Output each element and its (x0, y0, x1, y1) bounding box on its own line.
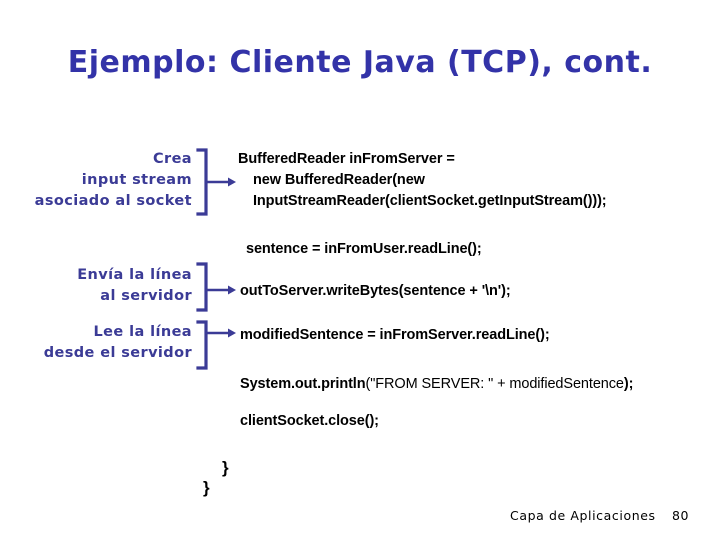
annotation-label-send-line-to-server: Envía la línea al servidor (55, 265, 192, 307)
code-line-write-bytes-to-server: outToServer.writeBytes(sentence + '\n'); (240, 283, 511, 299)
bracket-arrow-read-line-from-server (192, 320, 236, 370)
annotation-label-create-input-stream: Crea input stream asociado al socket (20, 149, 192, 212)
code-token-println: System.out.println (240, 376, 366, 392)
arrow-head-icon (228, 177, 236, 187)
code-token-println-close: ); (623, 376, 634, 392)
annotation-line: Lee la línea (93, 324, 192, 340)
code-line-print-from-server: System.out.println("FROM SERVER: " + mod… (240, 376, 633, 392)
bracket-arrow-create-input-stream (192, 148, 236, 216)
bracket-arrow-send-line-to-server (192, 262, 236, 312)
annotation-line: asociado al socket (34, 193, 192, 209)
bracket-shape (196, 262, 208, 312)
annotation-line: Crea (152, 151, 192, 167)
annotation-label-read-line-from-server: Lee la línea desde el servidor (30, 322, 192, 364)
code-brace-outer: } (203, 478, 210, 497)
code-brace-inner: } (222, 458, 229, 477)
footer-page-number: 80 (672, 508, 690, 523)
bracket-shape (196, 320, 208, 370)
code-line-read-sentence-from-user: sentence = inFromUser.readLine(); (246, 241, 482, 257)
annotation-line: input stream (81, 172, 192, 188)
code-line-read-modified-sentence: modifiedSentence = inFromServer.readLine… (240, 327, 550, 343)
page-title: Ejemplo: Cliente Java (TCP), cont. (67, 45, 653, 80)
code-line-buffered-reader-decl: BufferedReader inFromServer = (238, 151, 455, 167)
footer-chapter-label: Capa de Aplicaciones (510, 508, 656, 523)
arrow-head-icon (228, 328, 236, 338)
code-line-close-socket: clientSocket.close(); (240, 413, 379, 429)
annotation-line: Envía la línea (77, 267, 192, 283)
arrow-head-icon (228, 285, 236, 295)
code-line-new-buffered-reader: new BufferedReader(new (253, 172, 425, 188)
code-token-println-args: ("FROM SERVER: " + modifiedSentence (365, 376, 624, 392)
annotation-line: al servidor (100, 288, 192, 304)
code-line-input-stream-reader: InputStreamReader(clientSocket.getInputS… (253, 193, 607, 209)
annotation-line: desde el servidor (43, 345, 192, 361)
